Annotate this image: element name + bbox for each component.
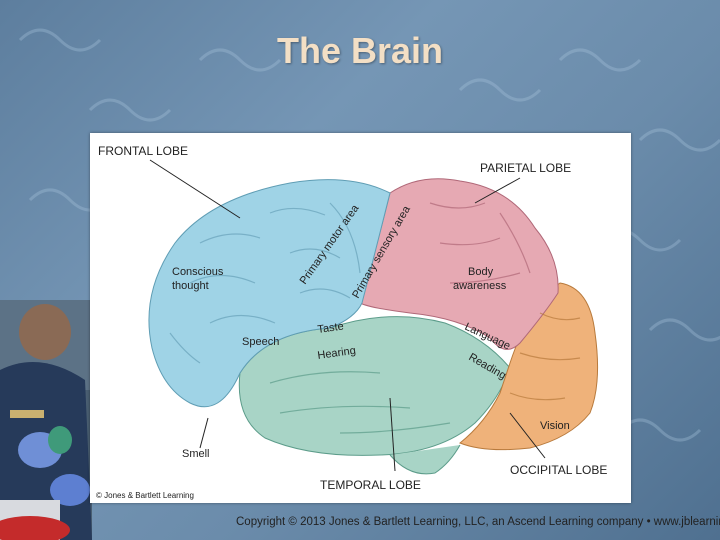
occipital-lobe-region	[459, 282, 599, 451]
figure-credit: © Jones & Bartlett Learning	[96, 491, 194, 500]
label-vision: Vision	[540, 420, 570, 432]
label-thought: thought	[172, 280, 209, 292]
slide-title: The Brain	[276, 30, 444, 71]
frontal-lobe-region	[148, 179, 391, 408]
emt-photo	[0, 300, 92, 540]
label-body: Body	[468, 266, 494, 278]
frontal-gyri	[169, 202, 361, 364]
label-temporal-lobe: TEMPORAL LOBE	[320, 478, 421, 492]
brain-illustration: FRONTAL LOBE PARIETAL LOBE TEMPORAL LOBE…	[98, 144, 607, 492]
brain-diagram: FRONTAL LOBE PARIETAL LOBE TEMPORAL LOBE…	[90, 133, 631, 503]
label-parietal-lobe: PARIETAL LOBE	[480, 161, 571, 175]
parietal-lobe-region	[359, 178, 559, 350]
label-awareness: awareness	[453, 280, 507, 292]
label-taste: Taste	[317, 320, 345, 336]
label-smell: Smell	[182, 448, 210, 460]
parietal-gyri	[429, 202, 531, 284]
cerebellum-region	[389, 444, 461, 475]
copyright-footer: Copyright © 2013 Jones & Bartlett Learni…	[236, 516, 720, 528]
leader-lines	[149, 159, 546, 472]
label-speech: Speech	[242, 336, 279, 348]
occipital-gyri	[509, 312, 581, 401]
label-frontal-lobe: FRONTAL LOBE	[98, 144, 188, 158]
label-hearing: Hearing	[317, 345, 357, 362]
label-occipital-lobe: OCCIPITAL LOBE	[510, 463, 607, 477]
label-conscious: Conscious	[172, 266, 224, 278]
